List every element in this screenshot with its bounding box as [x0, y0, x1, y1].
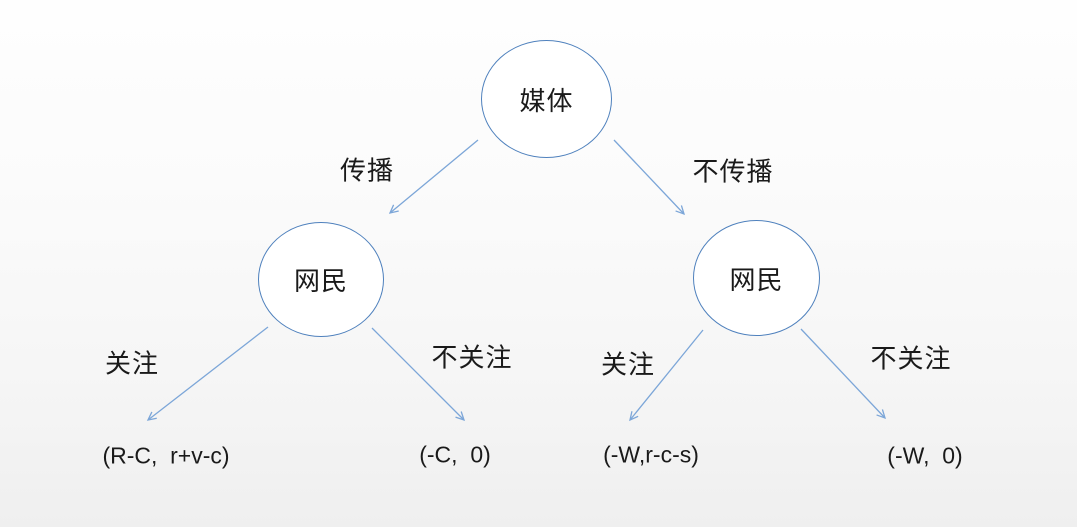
node-netizen-left: 网民	[258, 222, 384, 337]
node-netizen-right-label: 网民	[729, 264, 784, 295]
edge-left-netizen-follow	[146, 326, 269, 421]
node-netizen-left-label: 网民	[293, 266, 348, 296]
edge-label-spread: 传播	[339, 155, 395, 186]
edge-label-not-spread: 不传播	[692, 156, 774, 187]
node-media: 媒体	[481, 40, 612, 158]
edge-label-not-follow-right: 不关注	[870, 343, 952, 374]
edge-root-to-right-netizen	[613, 139, 685, 216]
payoff-spread-follow: (R-C, r+v-c)	[102, 442, 230, 469]
edge-root-to-left-netizen	[388, 139, 479, 214]
edge-right-netizen-nofollow	[800, 328, 886, 420]
edge-label-follow-right: 关注	[600, 349, 656, 380]
node-media-label: 媒体	[519, 85, 574, 116]
edge-left-netizen-nofollow	[371, 327, 466, 422]
edge-label-not-follow-left: 不关注	[431, 342, 513, 373]
payoff-not-spread-not-follow: (-W, 0)	[887, 442, 963, 469]
payoff-not-spread-follow: (-W,r-c-s)	[603, 441, 699, 468]
payoff-spread-not-follow: (-C, 0)	[419, 441, 491, 468]
edge-right-netizen-follow	[629, 329, 704, 422]
node-netizen-right: 网民	[693, 220, 820, 336]
edge-label-follow-left: 关注	[104, 348, 160, 379]
